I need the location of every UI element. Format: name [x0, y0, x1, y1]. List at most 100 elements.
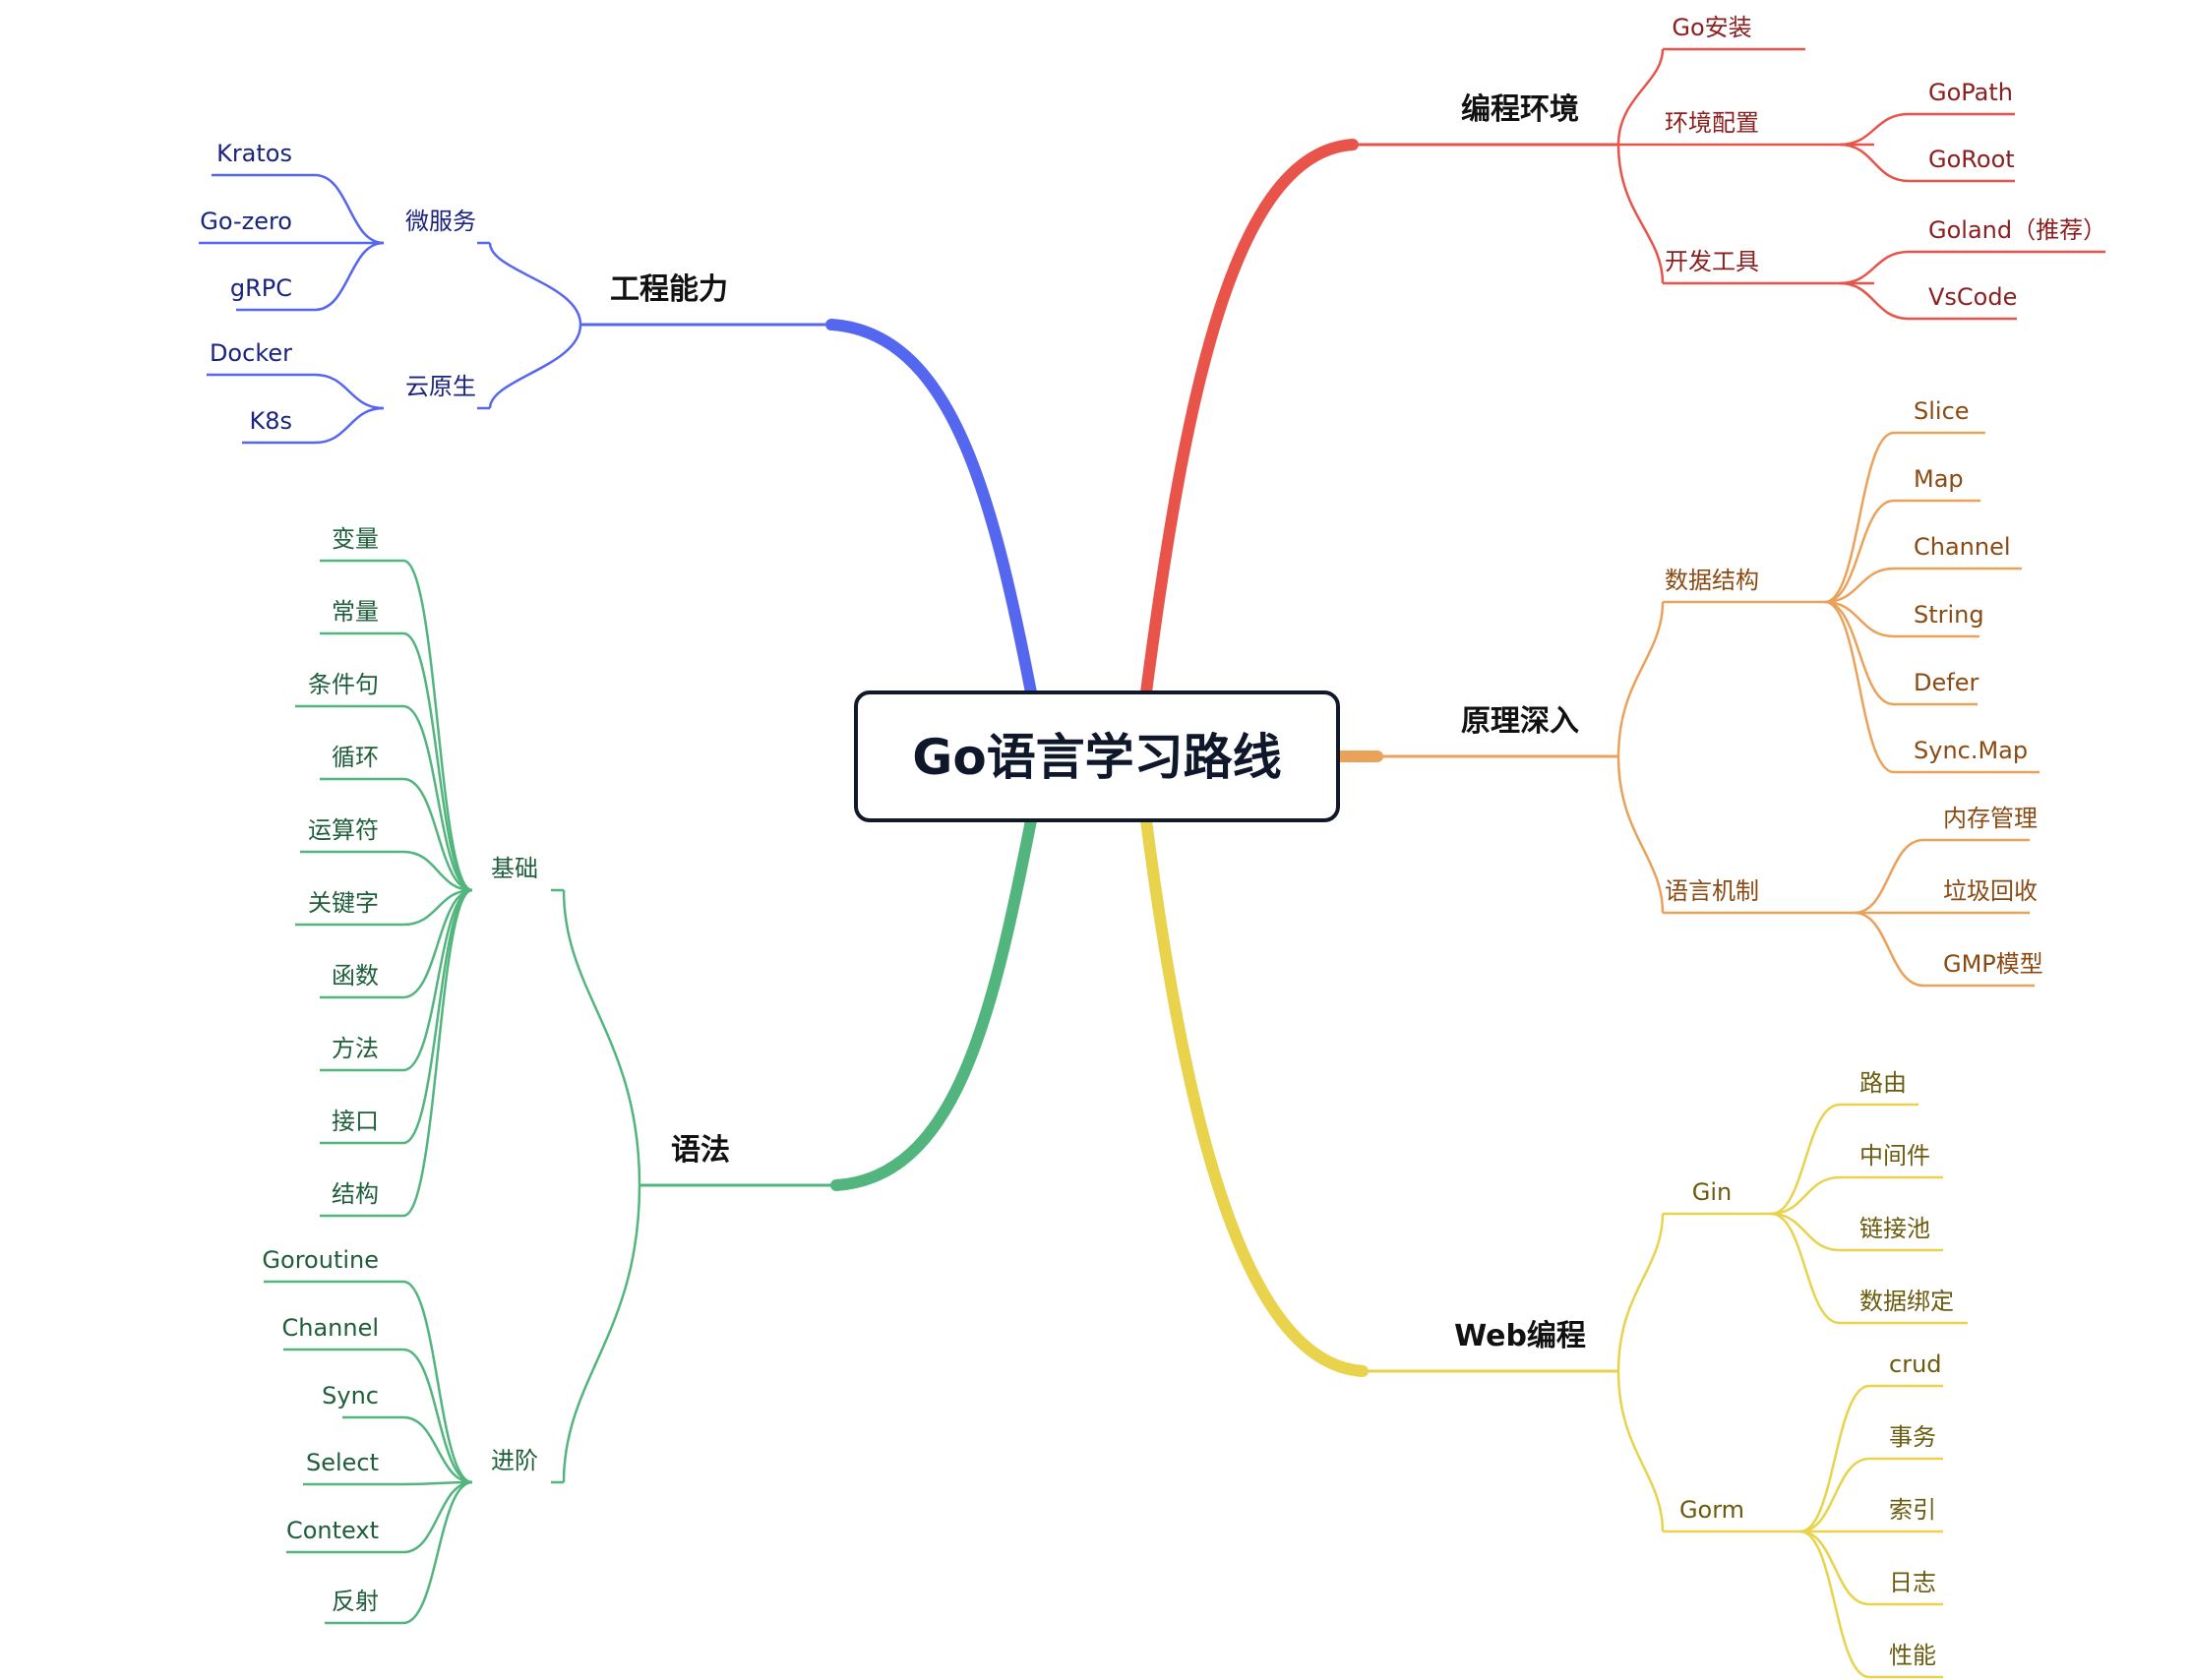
leaf-connector	[1824, 431, 1895, 604]
leaf-crud: crud	[1889, 1350, 1942, 1378]
node-n0: 基础	[491, 855, 538, 882]
branch-stem-n4	[830, 814, 1037, 1191]
leaf-gopath: GoPath	[1928, 79, 2013, 106]
leaf-connector	[314, 173, 385, 245]
leaf-connector	[1854, 911, 1924, 988]
leaf-n0: 变量	[332, 525, 379, 553]
leaf-n4: 性能	[1889, 1642, 1936, 1669]
leaf-n3: 循环	[332, 744, 379, 771]
leaf-connector	[1824, 499, 1895, 604]
leaf-n3: 日志	[1889, 1569, 1936, 1596]
sub-connector	[1616, 48, 1665, 146]
leaf-connector	[402, 777, 473, 892]
branch-label-n4: 语法	[671, 1133, 730, 1168]
leaf-connector	[1770, 1103, 1841, 1216]
node-gin: Gin	[1692, 1178, 1732, 1206]
leaf-connector	[1799, 1384, 1870, 1533]
leaf-goroutine: Goroutine	[262, 1246, 379, 1274]
leaf-n1: 常量	[332, 598, 379, 626]
leaf-grpc: gRPC	[230, 274, 292, 302]
sub-connector	[562, 889, 641, 1186]
branch-stem-n0	[1140, 139, 1359, 698]
leaf-connector	[402, 888, 473, 1145]
leaf-connector	[402, 888, 473, 999]
leaf-n1: 中间件	[1859, 1142, 1930, 1170]
branch-stem-n3	[825, 319, 1037, 698]
leaf-n9: 结构	[332, 1180, 379, 1208]
leaf-n7: 方法	[332, 1035, 379, 1062]
node-n1: 环境配置	[1665, 109, 1759, 137]
node-go: Go安装	[1672, 14, 1751, 41]
leaf-connector	[402, 559, 473, 892]
sub-connector	[488, 324, 582, 409]
leaf-connector	[314, 241, 385, 312]
sub-connector	[1616, 755, 1665, 914]
label-layer: 编程环境Go安装环境配置GoPathGoRoot开发工具Goland（推荐）Vs…	[200, 14, 2106, 1669]
sub-connector	[1616, 144, 1665, 284]
leaf-connector	[314, 406, 385, 445]
leaf-connector	[1839, 281, 1910, 321]
leaf-slice: Slice	[1914, 397, 1970, 425]
leaf-connector	[1770, 1212, 1841, 1252]
leaf-n0: 内存管理	[1943, 805, 2038, 832]
leaf-goroot: GoRoot	[1928, 146, 2015, 173]
branch-label-n3: 工程能力	[610, 272, 728, 307]
node-n0: 数据结构	[1665, 567, 1759, 594]
sub-connector	[562, 1184, 641, 1483]
leaf-n5: 反射	[332, 1588, 379, 1615]
leaf-connector	[402, 888, 473, 1072]
leaf-connector	[1799, 1530, 1870, 1679]
leaf-connector	[1799, 1457, 1870, 1533]
leaf-sync: Sync	[322, 1382, 379, 1410]
leaf-string: String	[1914, 601, 1984, 629]
leaf-sync-map: Sync.Map	[1914, 737, 2028, 764]
leaf-connector	[402, 1480, 473, 1554]
leaf-connector	[402, 1480, 473, 1625]
leaf-n0: 路由	[1859, 1069, 1907, 1097]
leaf-select: Select	[306, 1449, 379, 1476]
leaf-connector	[402, 704, 473, 892]
node-n1: 语言机制	[1665, 877, 1759, 905]
leaf-vscode: VsCode	[1928, 283, 2017, 311]
leaf-n5: 关键字	[308, 889, 379, 917]
leaf-connector	[1824, 567, 1895, 604]
leaf-k8s: K8s	[249, 407, 292, 435]
leaf-gmp: GMP模型	[1943, 950, 2043, 978]
leaf-connector	[1770, 1212, 1841, 1325]
branch-label-n1: 原理深入	[1461, 704, 1579, 739]
sub-connector	[1616, 1370, 1665, 1532]
root-node[interactable]: Go语言学习路线	[854, 690, 1340, 822]
leaf-channel: Channel	[1914, 533, 2011, 561]
leaf-n2: 索引	[1889, 1496, 1936, 1524]
leaf-defer: Defer	[1914, 669, 1979, 696]
leaf-go-zero: Go-zero	[200, 208, 292, 235]
leaf-n3: 数据绑定	[1859, 1288, 1954, 1315]
leaf-n2: 条件句	[308, 671, 379, 698]
node-n2: 开发工具	[1665, 248, 1759, 275]
leaf-connector	[402, 1480, 473, 1486]
leaf-docker: Docker	[210, 339, 292, 367]
leaf-connector	[1824, 600, 1895, 638]
branch-stem-web	[1140, 814, 1369, 1377]
leaf-connector	[1839, 250, 1910, 285]
leaf-map: Map	[1914, 465, 1964, 493]
leaf-goland: Goland（推荐）	[1928, 216, 2106, 244]
leaf-n1: 事务	[1889, 1423, 1936, 1451]
leaf-n1: 垃圾回收	[1943, 877, 2038, 905]
connector-layer	[199, 47, 2105, 1679]
leaf-connector	[1839, 143, 1910, 183]
node-n1: 进阶	[491, 1447, 538, 1474]
leaf-connector	[402, 888, 473, 1218]
branch-label-web: Web编程	[1454, 1319, 1586, 1353]
leaf-n8: 接口	[332, 1108, 379, 1135]
leaf-connector	[402, 1415, 473, 1484]
leaf-context: Context	[286, 1517, 379, 1544]
sub-connector	[488, 242, 582, 326]
leaf-connector	[1824, 600, 1895, 774]
leaf-connector	[1770, 1175, 1841, 1216]
leaf-connector	[402, 850, 473, 892]
leaf-connector	[402, 631, 473, 892]
leaf-n6: 函数	[332, 962, 379, 990]
sub-connector	[1616, 1213, 1665, 1372]
